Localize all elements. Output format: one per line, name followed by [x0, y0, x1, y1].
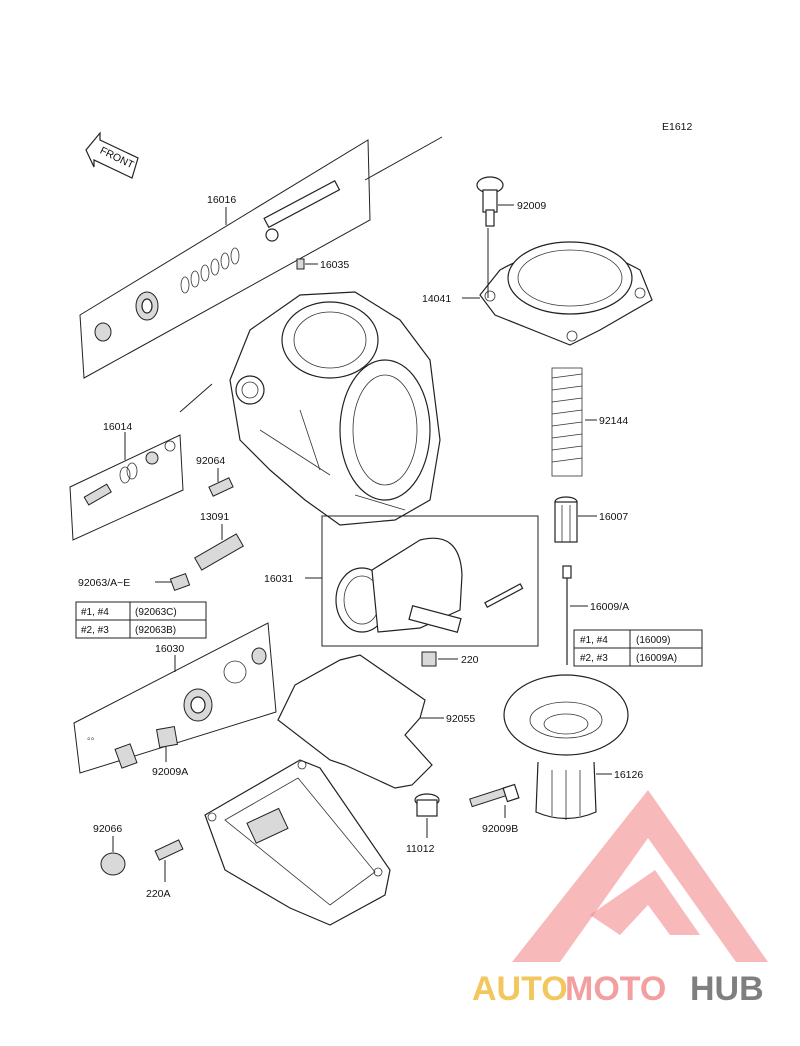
label-92009A: 92009A — [152, 766, 188, 778]
label-16030: 16030 — [155, 643, 184, 655]
label-92066: 92066 — [93, 823, 122, 835]
front-arrow-icon: FRONT — [85, 131, 139, 179]
label-16007: 16007 — [599, 511, 628, 523]
table-left-row2-part: (92063B) — [135, 625, 176, 636]
label-13091: 13091 — [200, 511, 229, 523]
spring-92144 — [551, 367, 583, 477]
group-16014: 16014 — [69, 421, 184, 541]
needle-16009 — [562, 565, 572, 665]
label-14041: 14041 — [422, 293, 451, 305]
table-left: #1, #4 (92063C) #2, #3 (92063B) — [75, 601, 207, 639]
label-220A: 220A — [146, 888, 171, 900]
table-right-row2-cyl: #2, #3 — [580, 653, 608, 664]
table-right-row2-part: (16009A) — [636, 653, 677, 664]
label-16126: 16126 — [614, 769, 643, 781]
label-16014: 16014 — [103, 421, 132, 433]
label-16009: 16009/A — [590, 601, 629, 613]
spring-icon — [180, 247, 240, 294]
watermark-hub: HUB — [690, 970, 764, 1008]
group-16030: 16030 ◦◦ — [73, 622, 277, 774]
group-16031 — [321, 515, 539, 647]
holder-16007 — [554, 496, 578, 543]
label-16016: 16016 — [207, 194, 236, 206]
screw-92009 — [476, 176, 504, 227]
table-left-row2-cyl: #2, #3 — [81, 625, 109, 636]
label-92009: 92009 — [517, 200, 546, 212]
label-92009B: 92009B — [482, 823, 518, 835]
label-220: 220 — [461, 654, 479, 666]
group-16016: 16016 — [79, 136, 443, 379]
table-right-row1-part: (16009) — [636, 635, 670, 646]
diaphragm-16126 — [503, 674, 629, 820]
watermark-auto: AUTO — [472, 970, 568, 1008]
top-cover-14041 — [479, 241, 653, 346]
gasket-92055 — [277, 654, 433, 789]
carburetor-body — [229, 291, 441, 526]
table-right-row1-cyl: #1, #4 — [580, 635, 608, 646]
label-16035: 16035 — [320, 259, 349, 271]
label-11012: 11012 — [406, 843, 435, 855]
float-bowl — [204, 759, 391, 926]
table-right: #1, #4 (16009) #2, #3 (16009A) — [573, 629, 703, 667]
automotohub-logo: AUTO MOTO HUB — [472, 790, 768, 1008]
label-92063: 92063/A~E — [78, 577, 130, 589]
label-16031: 16031 — [264, 573, 293, 585]
table-left-row1-cyl: #1, #4 — [81, 607, 109, 618]
table-left-row1-part: (92063C) — [135, 607, 177, 618]
label-92055: 92055 — [446, 713, 475, 725]
label-92144: 92144 — [599, 415, 628, 427]
o-ring-mark: ◦◦ — [87, 733, 94, 745]
screw-92009B — [469, 783, 520, 808]
label-92064: 92064 — [196, 455, 225, 467]
watermark-moto: MOTO — [565, 970, 666, 1008]
diagram-code: E1612 — [662, 121, 693, 133]
